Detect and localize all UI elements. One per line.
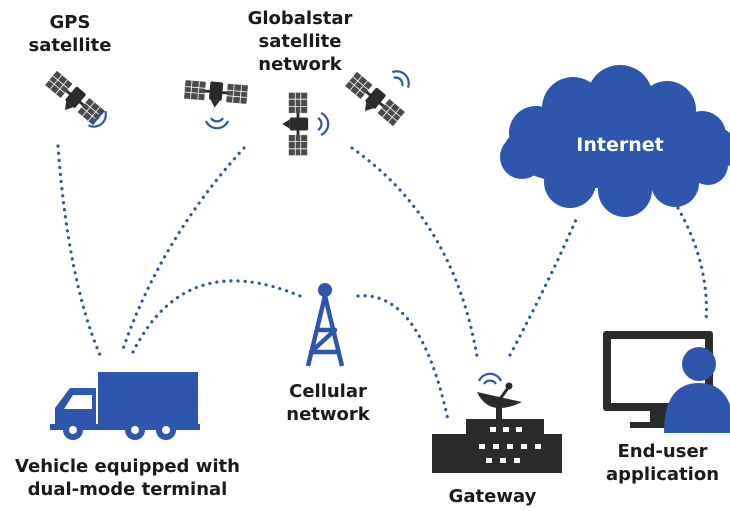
globalstar-satellite-center-icon (280, 91, 310, 157)
gps-satellite-icon (39, 68, 107, 132)
user-icon (664, 347, 730, 433)
gateway-signal-waves-icon (477, 372, 503, 386)
globalstar-label-line1: Globalstar (247, 8, 353, 29)
link-internet-enduser (676, 206, 709, 324)
gps-label-line1: GPS (49, 12, 91, 33)
link-gps-vehicle (56, 144, 102, 357)
end-user-label-line1: End-user (617, 441, 708, 462)
cellular-label-line1: Cellular (289, 381, 367, 402)
link-cellular-gateway (356, 294, 450, 422)
link-globalstar-vehicle (120, 146, 246, 354)
link-globalstar-gateway (350, 146, 480, 364)
globalstar-label: Globalstar satellite network (225, 7, 375, 76)
link-vehicle-cellular (131, 279, 302, 354)
globalstar-satellite-right-icon (339, 69, 407, 133)
end-user-label-line2: application (605, 464, 720, 485)
globalstar-signal-right-icon (389, 65, 415, 91)
globalstar-label-line3: network (258, 54, 342, 75)
link-gateway-internet (508, 213, 580, 357)
vehicle-label-line2: dual-mode terminal (27, 479, 228, 500)
vehicle-label: Vehicle equipped with dual-mode terminal (5, 455, 250, 501)
cellular-label-line2: network (286, 404, 370, 425)
truck-icon (50, 372, 200, 440)
gps-satellite-label: GPS satellite (25, 11, 115, 57)
cell-tower-icon (305, 283, 345, 367)
satellite-dish-icon (477, 382, 522, 419)
gateway-label: Gateway (448, 486, 537, 507)
globalstar-signal-left-icon (204, 116, 230, 130)
internet-cloud-icon (500, 65, 730, 217)
gps-label-line2: satellite (28, 35, 112, 56)
cellular-network-label: Cellular network (273, 380, 383, 426)
gateway-building-icon (432, 419, 562, 473)
internet-label: Internet (576, 134, 664, 156)
globalstar-satellite-left-icon (182, 77, 250, 112)
globalstar-signal-center-icon (316, 111, 330, 137)
end-user-label: End-user application (600, 440, 725, 486)
vehicle-label-line1: Vehicle equipped with (15, 456, 240, 477)
globalstar-label-line2: satellite (258, 31, 342, 52)
